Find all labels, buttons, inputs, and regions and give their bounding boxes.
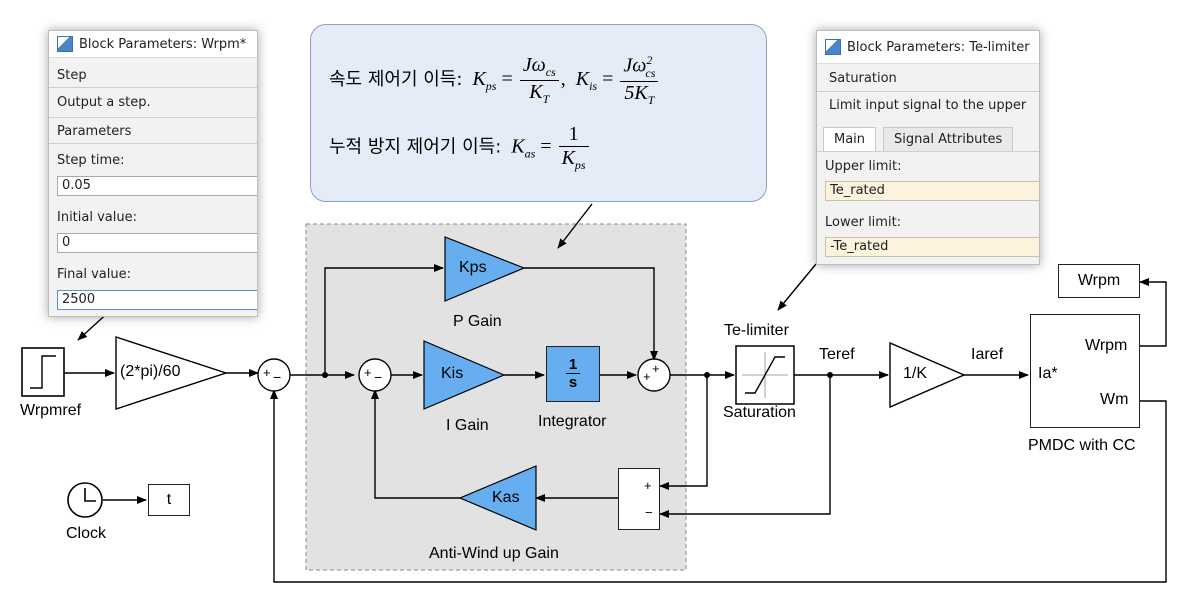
t-out-block: t xyxy=(148,484,190,516)
p-gain-label: P Gain xyxy=(453,313,502,330)
pmdc-in-port: Ia* xyxy=(1038,365,1058,382)
tab-main[interactable]: Main xyxy=(823,127,877,152)
lower-limit-input[interactable]: -Te_rated xyxy=(825,237,1039,257)
initial-value-label: Initial value: xyxy=(57,210,137,225)
step-parameters-dialog: Block Parameters: Wrpm* Step Output a st… xyxy=(48,30,258,317)
upper-limit-label: Upper limit: xyxy=(825,159,902,174)
simulink-block-icon xyxy=(57,36,73,52)
inv-k-gain-block xyxy=(889,341,966,409)
step-description: Output a step. xyxy=(57,95,151,110)
pmdc-label: PMDC with CC xyxy=(1028,437,1136,454)
step-time-label: Step time: xyxy=(57,153,125,168)
wrpm-out-block: Wrpm xyxy=(1058,264,1140,298)
te-limiter-label: Te-limiter xyxy=(724,322,789,339)
kps-label: Kps xyxy=(459,259,487,276)
sum1-plus: + xyxy=(263,365,271,380)
i-gain-label: I Gain xyxy=(446,417,489,434)
conv-gain-label: (2*pi)/60 xyxy=(120,363,181,380)
kas-gain-block xyxy=(458,465,537,531)
pmdc-out-wrpm: Wrpm xyxy=(1085,337,1128,354)
pmdc-out-wm: Wm xyxy=(1100,391,1129,408)
upper-limit-input[interactable]: Te_rated xyxy=(825,181,1039,201)
sum2-plus: + xyxy=(364,365,372,380)
saturation-parameters-dialog: Block Parameters: Te-limiter Saturation … xyxy=(816,30,1040,265)
kis-label: Kis xyxy=(441,365,464,382)
antiwind-gain-equation: 누적 방지 제어기 이득: Kas = 1 Kps xyxy=(329,123,591,173)
simulink-block-icon xyxy=(825,39,841,55)
integrator-num: 1 xyxy=(565,356,581,374)
initial-value-input[interactable]: 0 xyxy=(57,233,257,253)
sum1-circle xyxy=(257,358,291,392)
step-parameters-section: Parameters xyxy=(57,124,132,139)
antiwind-sum-block xyxy=(618,468,660,530)
integrator-label: Integrator xyxy=(538,413,607,430)
sum3-plus-left: + xyxy=(643,369,651,384)
integrator-den: s xyxy=(568,374,578,391)
gain-equations-callout: 속도 제어기 이득: Kps = Jωcs KT , Kis = Jω2cs 5… xyxy=(310,24,767,202)
speed-gain-equation: 속도 제어기 이득: Kps = Jωcs KT , Kis = Jω2cs 5… xyxy=(329,53,660,108)
sum3-plus-top: + xyxy=(652,361,660,376)
sum1-minus: − xyxy=(273,369,282,385)
saturation-label: Saturation xyxy=(723,404,796,421)
conv-gain-block xyxy=(115,336,229,410)
sum2-circle xyxy=(358,358,392,392)
antiwind-label: Anti-Wind up Gain xyxy=(429,545,559,562)
lower-limit-label: Lower limit: xyxy=(825,215,902,230)
wrpmref-label: Wrpmref xyxy=(20,402,82,419)
inv-k-label: 1/K xyxy=(903,365,928,382)
kis-gain-block xyxy=(423,340,506,410)
step-block-type: Step xyxy=(57,68,87,83)
clock-label: Clock xyxy=(66,525,107,542)
sat-block-type: Saturation xyxy=(829,71,897,86)
final-value-input[interactable]: 2500 xyxy=(57,290,257,310)
teref-label: Teref xyxy=(819,346,855,363)
step-dialog-title[interactable]: Block Parameters: Wrpm* xyxy=(49,31,257,58)
sum3-circle xyxy=(637,358,671,392)
pmdc-block xyxy=(1030,314,1140,428)
antiwind-sum-plus: + xyxy=(644,478,652,493)
sat-description: Limit input signal to the upper xyxy=(829,98,1027,113)
step-block xyxy=(21,347,65,397)
kas-label: Kas xyxy=(492,489,520,506)
sat-dialog-title[interactable]: Block Parameters: Te-limiter xyxy=(817,31,1039,64)
step-time-input[interactable]: 0.05 xyxy=(57,176,257,196)
iaref-label: Iaref xyxy=(971,346,1004,363)
tab-signal-attributes[interactable]: Signal Attributes xyxy=(883,127,1014,152)
kps-gain-block xyxy=(444,236,526,302)
sum2-minus: − xyxy=(374,369,383,385)
integrator-block: 1 s xyxy=(546,346,600,402)
final-value-label: Final value: xyxy=(57,267,131,282)
antiwind-sum-minus: − xyxy=(645,505,653,520)
